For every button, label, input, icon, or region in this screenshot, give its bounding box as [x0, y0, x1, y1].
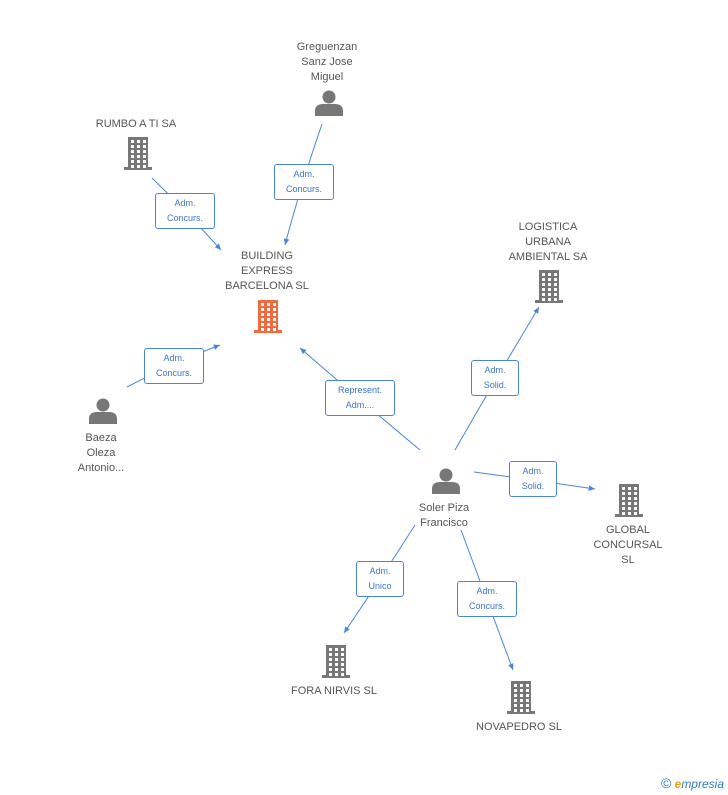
brand-logo[interactable]: empresia: [674, 777, 724, 791]
person-icon-soler[interactable]: [432, 468, 460, 495]
node-label-logistica[interactable]: LOGISTICA URBANA AMBIENTAL SA: [508, 221, 588, 263]
copyright-symbol: ©: [660, 775, 672, 791]
node-label-baeza[interactable]: Baeza Oleza Antonio...: [77, 432, 125, 474]
edge-label-baeza-building[interactable]: Adm. Concurs.: [144, 348, 204, 384]
node-label-fora[interactable]: FORA NIRVIS SL: [291, 685, 377, 697]
building-icon-rumbo[interactable]: [124, 137, 152, 170]
building-icon-building[interactable]: [254, 300, 282, 333]
edge-label-soler-logistica[interactable]: Adm. Solid.: [471, 360, 519, 396]
building-icon-global[interactable]: [615, 484, 643, 517]
edge-label-soler-fora[interactable]: Adm. Unico: [356, 561, 404, 597]
building-icon-novapedro[interactable]: [507, 681, 535, 714]
person-icon-baeza[interactable]: [89, 398, 117, 425]
edge-label-soler-global[interactable]: Adm. Solid.: [509, 461, 557, 497]
edge-label-rumbo-building[interactable]: Adm. Concurs.: [155, 193, 215, 229]
edge-label-greguenzan-building[interactable]: Adm. Concurs.: [274, 164, 334, 200]
node-label-soler[interactable]: Soler Piza Francisco: [418, 502, 470, 529]
building-icon-fora[interactable]: [322, 645, 350, 678]
node-label-novapedro[interactable]: NOVAPEDRO SL: [476, 721, 562, 733]
node-label-greguenzan[interactable]: Greguenzan Sanz Jose Miguel: [296, 41, 358, 83]
edge-label-soler-building[interactable]: Represent. Adm....: [325, 380, 395, 416]
node-label-rumbo[interactable]: RUMBO A TI SA: [95, 118, 177, 130]
brand-footer: © empresia: [661, 775, 724, 791]
building-icon-logistica[interactable]: [535, 270, 563, 303]
node-label-building[interactable]: BUILDING EXPRESS BARCELONA SL: [225, 250, 309, 292]
node-label-global[interactable]: GLOBAL CONCURSAL SL: [593, 524, 663, 566]
person-icon-greguenzan[interactable]: [315, 90, 343, 117]
edge-label-soler-novapedro[interactable]: Adm. Concurs.: [457, 581, 517, 617]
